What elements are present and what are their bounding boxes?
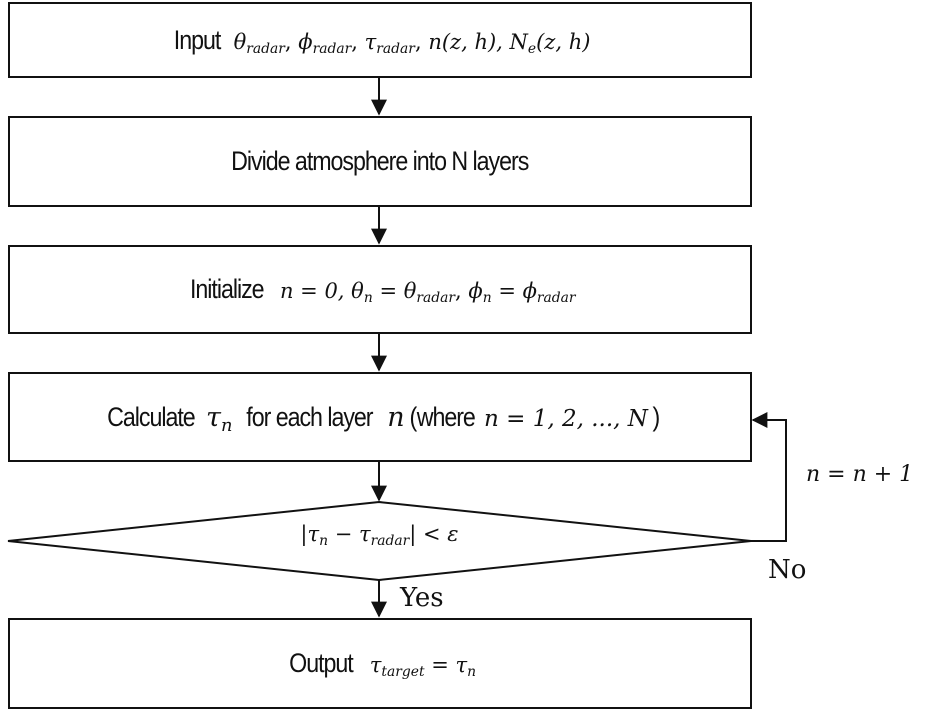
calculate-content: Calculate τn for each layer n (where n =…	[100, 401, 660, 436]
input-box: Input θradar, ϕradar, τradar, n(z, h), N…	[8, 2, 752, 78]
input-label: Input	[173, 24, 221, 55]
loop-back-arrow	[751, 412, 787, 542]
phi-radar-sub: radar	[536, 289, 576, 306]
electron-density-args: (z, h)	[536, 29, 591, 54]
sep: ,	[455, 279, 469, 303]
abs-tau-n: |τ	[300, 522, 320, 546]
phi-symbol: ϕ	[298, 29, 313, 54]
phi-n-sub: n	[482, 289, 492, 306]
phi-n-symbol: ϕ	[468, 279, 483, 303]
decision-equation: |τn − τradar| < ε	[300, 522, 459, 549]
phi-assign: = ϕ	[491, 279, 537, 303]
output-label: Output	[289, 648, 354, 678]
divide-box: Divide atmosphere into N layers	[8, 116, 752, 207]
initialize-box: Initialize n = 0, θn = θradar, ϕn = ϕrad…	[8, 245, 752, 334]
n-equals-zero: n = 0,	[279, 279, 345, 303]
calculate-mid: for each layer	[246, 401, 374, 432]
no-label: No	[768, 555, 807, 585]
theta-sub: radar	[246, 40, 285, 57]
paren-close: )	[652, 401, 660, 432]
output-equation: τtarget = τn	[369, 653, 477, 680]
tau-sub: radar	[376, 40, 415, 57]
where-condition: n = 1, 2, ..., N	[484, 405, 648, 432]
calculate-label: Calculate	[107, 401, 196, 432]
theta-n-symbol: θ	[351, 279, 364, 303]
refractive-index-fn: n(z, h),	[428, 29, 503, 54]
layer-n: n	[387, 401, 405, 433]
tau-target-symbol: τ	[369, 653, 382, 677]
theta-symbol: θ	[233, 29, 247, 54]
theta-n-sub: n	[363, 289, 373, 306]
increment-label: n = n + 1	[806, 462, 914, 487]
initialize-label: Initialize	[190, 274, 265, 304]
tau-radar-sub: radar	[370, 532, 410, 549]
calculate-box: Calculate τn for each layer n (where n =…	[8, 372, 752, 462]
sep: ,	[414, 29, 422, 54]
tau-target-sub: target	[381, 663, 425, 680]
less-than-epsilon: | < ε	[409, 522, 459, 546]
tau-n-sub: n	[319, 532, 329, 549]
theta-radar-sub: radar	[416, 289, 456, 306]
initialize-equation: n = 0, θn = θradar, ϕn = ϕradar	[279, 279, 576, 306]
phi-sub: radar	[312, 40, 352, 57]
tau-symbol: τ	[206, 401, 221, 433]
where-label: where	[417, 401, 476, 432]
equals-tau: = τ	[424, 653, 468, 677]
decision-condition: |τn − τradar| < ε	[8, 522, 751, 549]
sep: ,	[284, 29, 292, 54]
tau-symbol: τ	[364, 29, 377, 54]
yes-label: Yes	[400, 583, 444, 613]
electron-density-symbol: N	[509, 29, 528, 54]
paren-open: (	[409, 401, 417, 432]
input-vars: θradar, ϕradar, τradar, n(z, h), Ne(z, h…	[233, 29, 591, 57]
tau-n: τn	[206, 401, 233, 436]
minus-tau: − τ	[328, 522, 371, 546]
tau-sub: n	[220, 414, 233, 436]
divide-label: Divide atmosphere into N layers	[231, 146, 529, 176]
initialize-content: Initialize n = 0, θn = θradar, ϕn = ϕrad…	[184, 274, 575, 305]
sep: ,	[351, 29, 358, 54]
electron-density-sub: e	[527, 40, 537, 57]
output-content: Output τtarget = τn	[284, 648, 476, 679]
input-content: Input θradar, ϕradar, τradar, n(z, h), N…	[170, 24, 591, 57]
tau-n-sub: n	[467, 663, 477, 680]
theta-assign: = θ	[372, 279, 417, 303]
output-box: Output τtarget = τn	[8, 618, 752, 709]
